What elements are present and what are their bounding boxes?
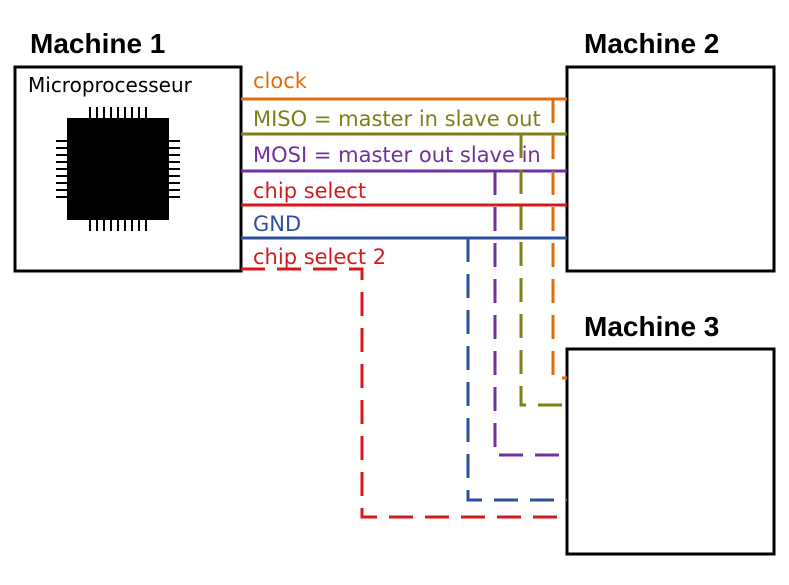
dashed-clock xyxy=(551,99,567,380)
dashed-chip-select-2 xyxy=(241,267,567,519)
label-mosi: MOSI = master out slave in xyxy=(253,143,541,167)
microprocessor-chip-icon xyxy=(56,107,180,231)
label-chip-select-2: chip select 2 xyxy=(253,245,386,269)
machine-2-box xyxy=(565,65,776,273)
machine-2-title: Machine 2 xyxy=(584,28,719,59)
dashed-miso xyxy=(519,134,567,407)
machine-3-box xyxy=(565,347,776,556)
machine-1-title: Machine 1 xyxy=(30,28,165,59)
label-miso: MISO = master in slave out xyxy=(253,107,541,131)
dashed-mosi xyxy=(493,171,567,457)
label-chip-select: chip select xyxy=(253,179,366,203)
machine-3-title: Machine 3 xyxy=(584,311,719,342)
label-gnd: GND xyxy=(253,212,301,236)
microprocessor-label: Microprocesseur xyxy=(28,73,193,97)
label-clock: clock xyxy=(253,69,308,93)
dashed-gnd xyxy=(466,238,567,502)
